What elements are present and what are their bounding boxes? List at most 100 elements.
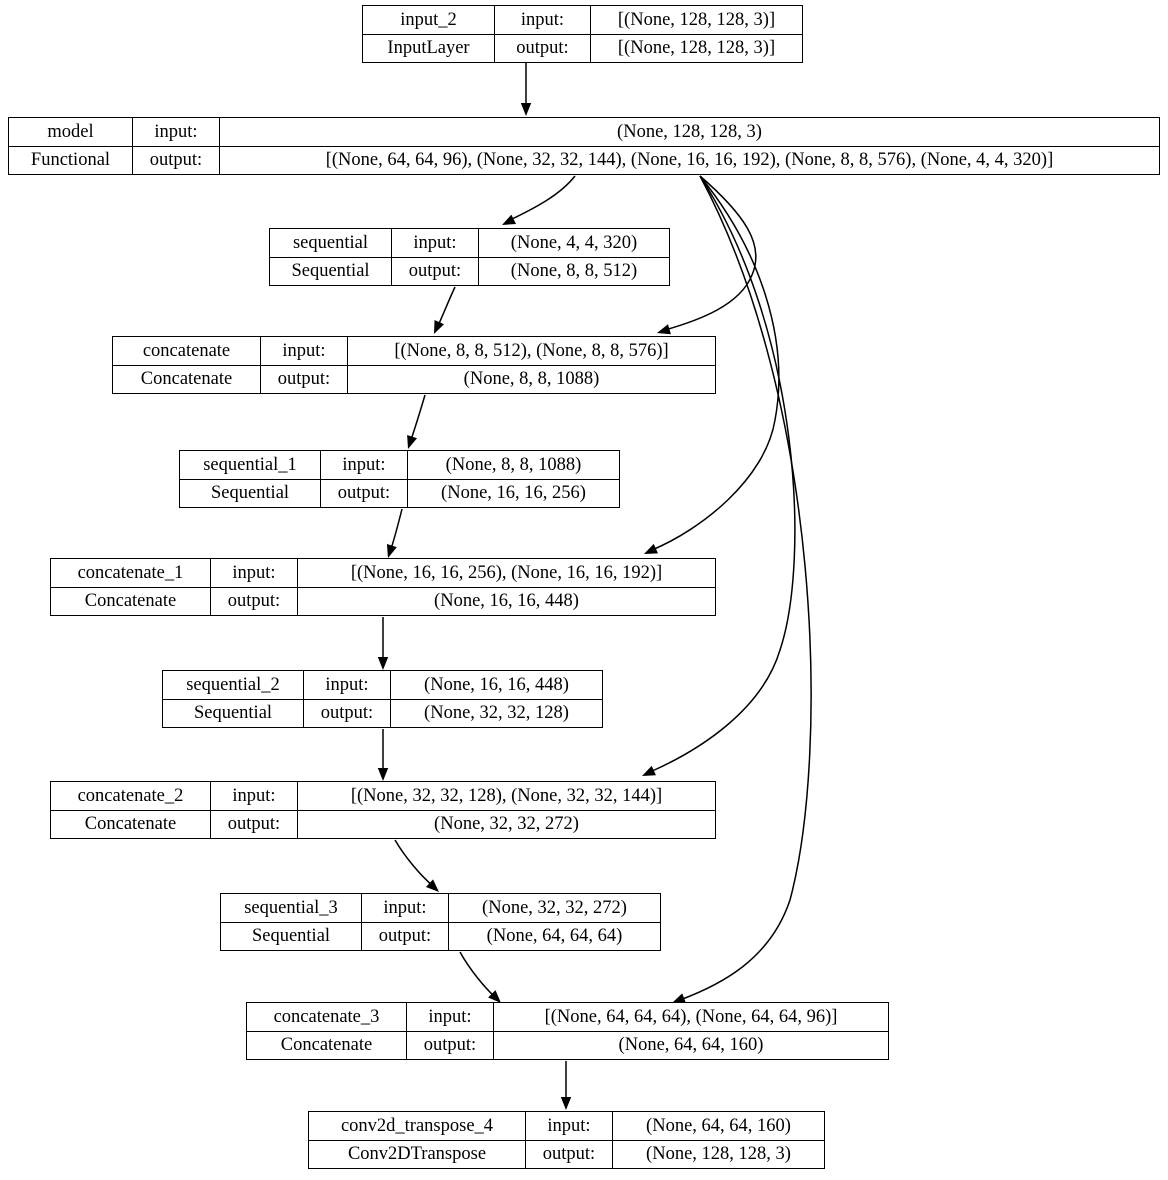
input-label: input: — [495, 6, 591, 34]
edge-concatenate-to-sequential_1 — [409, 394, 426, 444]
edge-concatenate_2-to-sequential_3 — [394, 839, 435, 888]
input-label: input: — [133, 118, 220, 146]
output-label: output: — [133, 146, 220, 174]
output-label: output: — [495, 34, 591, 62]
output-shape: [(None, 128, 128, 3)] — [617, 38, 776, 58]
output-label: output: — [407, 1031, 494, 1059]
input-shape: [(None, 64, 64, 64), (None, 64, 64, 96)] — [544, 1006, 838, 1027]
output-shape: (None, 16, 16, 448) — [434, 591, 579, 611]
node-type-model: Functional — [9, 146, 133, 174]
arrowhead-concatenate_3-to-conv2d_transpose_4 — [560, 1097, 572, 1110]
output-shape: (None, 32, 32, 128) — [424, 703, 569, 723]
output-shape: (None, 16, 16, 256) — [441, 483, 586, 503]
node-type-sequential_2: Sequential — [163, 699, 304, 727]
edge-sequential_1-to-concatenate_1 — [389, 508, 403, 553]
input-shape: [(None, 8, 8, 512), (None, 8, 8, 576)] — [394, 340, 669, 361]
output-shape: (None, 64, 64, 160) — [618, 1035, 764, 1055]
node-type-input_2: InputLayer — [363, 34, 495, 62]
arrowhead-sequential_1-to-concatenate_1 — [386, 544, 397, 558]
edge-sequential_3-to-concatenate_3 — [459, 951, 497, 999]
node-name-sequential: sequential — [270, 229, 392, 257]
arrowhead-input_2-to-model — [520, 103, 532, 116]
output-label: output: — [261, 365, 348, 393]
input-shape: [(None, 128, 128, 3)] — [617, 9, 776, 30]
edge-model-to-sequential — [509, 175, 576, 221]
input-shape: (None, 4, 4, 320) — [510, 232, 638, 253]
node-name-sequential_2: sequential_2 — [163, 671, 304, 699]
node-name-model: model — [9, 118, 133, 146]
input-label: input: — [392, 229, 479, 257]
input-shape: (None, 16, 16, 448) — [424, 674, 569, 695]
node-type-concatenate_2: Concatenate — [51, 810, 211, 838]
arrowhead-concatenate_1-to-sequential_2 — [377, 657, 389, 670]
arrowhead-model-to-concatenate_2 — [642, 765, 656, 776]
output-shape: (None, 32, 32, 272) — [434, 814, 579, 834]
node-type-sequential: Sequential — [270, 257, 392, 285]
input-shape: (None, 128, 128, 3) — [617, 121, 762, 142]
node-type-sequential_3: Sequential — [221, 922, 362, 950]
arrowhead-model-to-concatenate_1 — [644, 543, 658, 554]
output-shape: (None, 64, 64, 64) — [486, 926, 623, 946]
input-shape: (None, 8, 8, 1088) — [445, 454, 582, 475]
node-name-input_2: input_2 — [363, 6, 495, 34]
output-label: output: — [211, 810, 298, 838]
arrowhead-sequential_2-to-concatenate_2 — [377, 768, 389, 781]
input-label: input: — [407, 1003, 494, 1031]
node-name-concatenate_2: concatenate_2 — [51, 782, 211, 810]
input-label: input: — [261, 337, 348, 365]
node-name-concatenate: concatenate — [113, 337, 261, 365]
input-shape: (None, 32, 32, 272) — [482, 897, 627, 918]
edge-model-to-concatenate_2 — [649, 175, 796, 773]
arrowhead-concatenate_2-to-sequential_3 — [425, 879, 439, 892]
output-label: output: — [526, 1140, 613, 1168]
input-shape: [(None, 32, 32, 128), (None, 32, 32, 144… — [350, 785, 663, 806]
arrowhead-model-to-sequential — [502, 214, 516, 225]
arrowhead-concatenate-to-sequential_1 — [407, 435, 417, 449]
node-type-concatenate: Concatenate — [113, 365, 261, 393]
arrowhead-model-to-concatenate — [657, 324, 671, 335]
output-label: output: — [211, 587, 298, 615]
output-label: output: — [304, 699, 391, 727]
node-name-concatenate_1: concatenate_1 — [51, 559, 211, 587]
input-label: input: — [321, 451, 408, 479]
node-name-sequential_1: sequential_1 — [180, 451, 321, 479]
edge-model-to-concatenate — [664, 175, 757, 331]
node-type-concatenate_1: Concatenate — [51, 587, 211, 615]
arrowhead-sequential-to-concatenate — [434, 320, 445, 334]
output-shape: (None, 8, 8, 1088) — [463, 369, 600, 389]
node-type-sequential_1: Sequential — [180, 479, 321, 507]
output-label: output: — [392, 257, 479, 285]
node-type-concatenate_3: Concatenate — [247, 1031, 407, 1059]
output-label: output: — [362, 922, 449, 950]
input-label: input: — [211, 782, 298, 810]
output-shape: (None, 8, 8, 512) — [510, 261, 638, 281]
